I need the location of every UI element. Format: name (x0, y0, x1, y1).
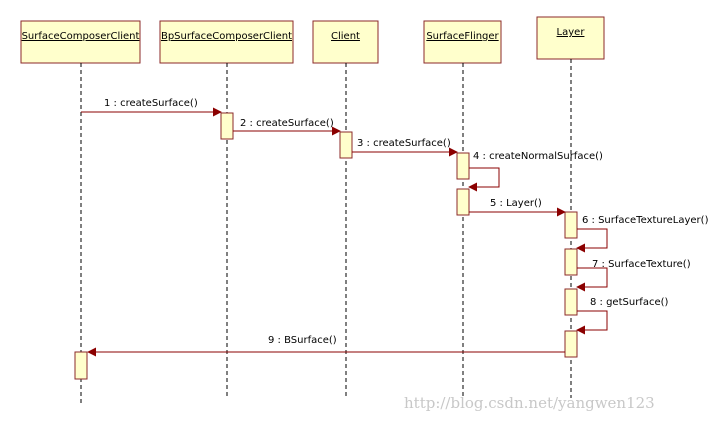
activation-bar (74, 351, 88, 380)
lifeline-label: Client (331, 31, 360, 42)
lifeline-label: Layer (557, 27, 586, 38)
lifeline-label: SurfaceFlinger (426, 31, 499, 42)
activation-bar (564, 211, 578, 239)
activation-bar (339, 131, 353, 159)
lifeline-header-surfaceflinger: SurfaceFlinger (423, 20, 502, 64)
activation-bar (456, 188, 470, 216)
message-6: 6 : SurfaceTextureLayer() (576, 215, 709, 253)
watermark-url: http://blog.csdn.net/yangwen123 (404, 394, 655, 412)
message-9: 9 : BSurface() (87, 335, 565, 357)
lifeline-header-surfacecomposerclient: SurfaceComposerClient (20, 20, 141, 64)
activation-bar (456, 152, 470, 180)
message-label: 2 : createSurface() (240, 118, 334, 129)
message-label: 9 : BSurface() (268, 335, 337, 346)
message-8: 8 : getSurface() (576, 297, 669, 335)
message-2: 2 : createSurface() (233, 118, 341, 136)
lifeline-header-bpsurfacecomposerclient: BpSurfaceComposerClient (159, 20, 294, 64)
message-4: 4 : createNormalSurface() (468, 151, 603, 192)
message-label: 6 : SurfaceTextureLayer() (582, 215, 709, 226)
message-label: 3 : createSurface() (357, 138, 451, 149)
message-1: 1 : createSurface() (81, 98, 222, 117)
lifeline-label: BpSurfaceComposerClient (161, 31, 292, 42)
message-label: 5 : Layer() (490, 198, 542, 209)
message-3: 3 : createSurface() (352, 138, 458, 157)
activation-bar (564, 288, 578, 316)
message-label: 7 : SurfaceTexture() (592, 259, 691, 270)
activation-bar (564, 330, 578, 358)
activation-bar (220, 112, 234, 140)
lifeline-label: SurfaceComposerClient (22, 31, 140, 42)
message-7: 7 : SurfaceTexture() (576, 259, 691, 292)
message-label: 4 : createNormalSurface() (473, 151, 603, 162)
message-5: 5 : Layer() (469, 198, 566, 217)
lifeline-header-client: Client (312, 20, 379, 64)
message-label: 8 : getSurface() (590, 297, 669, 308)
lifeline-header-layer: Layer (536, 16, 605, 60)
message-label: 1 : createSurface() (104, 98, 198, 109)
activation-bar (564, 248, 578, 276)
